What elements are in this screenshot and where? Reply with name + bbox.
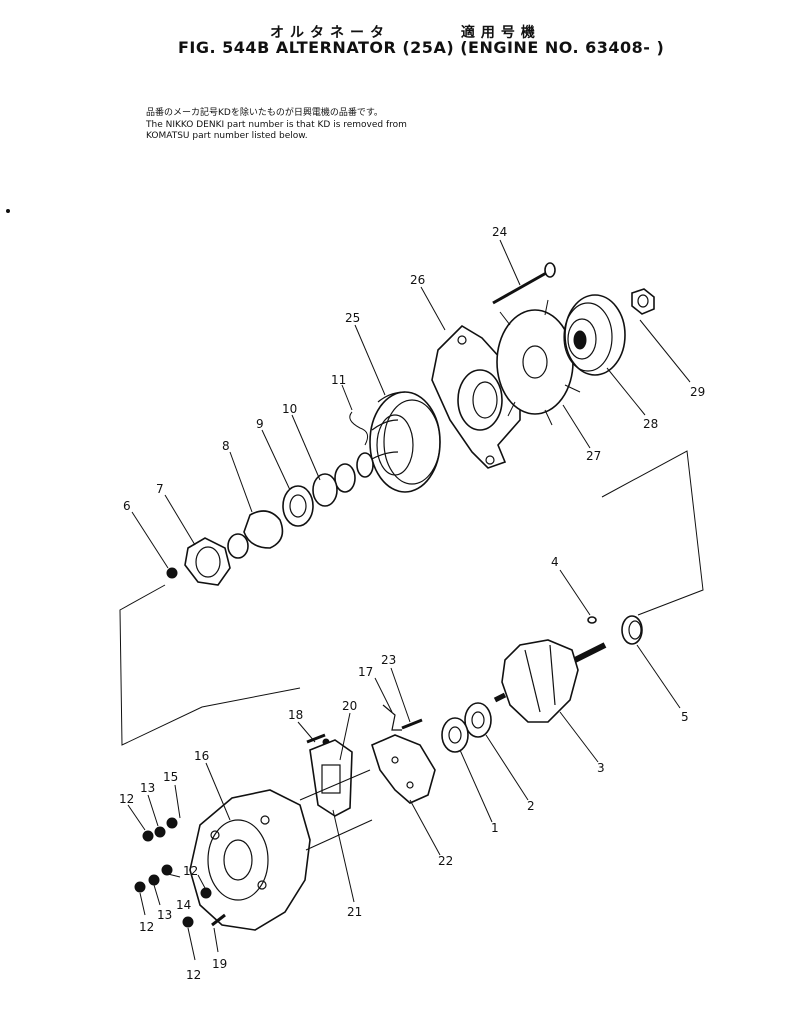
part-7-cover-plate	[184, 533, 249, 586]
part-8-plate	[243, 510, 284, 549]
callout-28: 28	[643, 417, 658, 431]
part-23-screw	[401, 718, 423, 730]
callout-11: 11	[331, 373, 346, 387]
part-2-bearing	[464, 702, 492, 738]
callout-14: 14	[176, 898, 191, 912]
note-line-japanese: 品番のメーカ記号KDを除いたものが日興電機の品番です。	[146, 108, 383, 118]
part-5-collar	[621, 615, 643, 645]
callout-25: 25	[345, 311, 360, 325]
assembly-bracket-lines	[119, 450, 704, 746]
part-17-wire	[382, 704, 402, 731]
callout-10: 10	[282, 402, 297, 416]
callout-22: 22	[438, 854, 453, 868]
part-number-note: 品番のメーカ記号KDを除いたものが日興電機の品番です。The NIKKO DEN…	[146, 108, 407, 143]
callout-5: 5	[681, 710, 689, 724]
part-19-screw	[211, 913, 226, 927]
part-4-key	[587, 616, 597, 624]
callout-21: 21	[347, 905, 362, 919]
part-11-wire	[349, 411, 369, 446]
callout-13-lower: 13	[157, 908, 172, 922]
note-line-english-2: KOMATSU part number listed below.	[146, 131, 308, 141]
callout-9: 9	[256, 417, 264, 431]
part-25-stator	[369, 391, 441, 493]
leader-lines	[127, 239, 691, 961]
callout-26: 26	[410, 273, 425, 287]
callout-23: 23	[381, 653, 396, 667]
note-line-english-1: The NIKKO DENKI part number is that KD i…	[146, 119, 407, 130]
callout-27: 27	[586, 449, 601, 463]
callout-18: 18	[288, 708, 303, 722]
callout-13-upper: 13	[140, 781, 155, 795]
callout-7: 7	[156, 482, 164, 496]
callout-17: 17	[358, 665, 373, 679]
callout-8: 8	[222, 439, 230, 453]
japanese-applicable-label: 適用号機	[460, 25, 541, 41]
callout-3: 3	[597, 761, 605, 775]
part-10-rings	[312, 452, 374, 507]
part-6-screw	[166, 567, 178, 579]
callout-12-upper: 12	[119, 792, 134, 806]
callout-12-middle: 12	[183, 864, 198, 878]
part-1-bearing	[441, 717, 469, 753]
stray-dot	[6, 209, 10, 213]
part-16-rear-housing	[189, 769, 373, 931]
callout-16: 16	[194, 749, 209, 763]
callout-29: 29	[690, 385, 705, 399]
part-24-bolt	[492, 262, 556, 305]
part-9-bearing	[282, 485, 314, 527]
figure-title: FIG. 544B ALTERNATOR (25A) (ENGINE NO. 6…	[178, 38, 665, 57]
callout-1: 1	[491, 821, 499, 835]
callout-4: 4	[551, 555, 559, 569]
callout-12-lower: 12	[139, 920, 154, 934]
part-3-rotor	[493, 639, 607, 723]
terminal-nuts-lower	[134, 864, 212, 928]
terminal-nuts-upper	[142, 817, 178, 842]
callout-20: 20	[342, 699, 357, 713]
part-28-pulley	[563, 294, 626, 376]
japanese-title: オルタネータ	[270, 25, 390, 41]
part-27-fan	[496, 299, 583, 426]
callout-12-bottom: 12	[186, 968, 201, 982]
callout-24: 24	[492, 225, 507, 239]
callout-labels: 24 26 25 11 10 9 8 7 6 29 28 27 4 5 3 2 …	[119, 225, 705, 982]
callout-19: 19	[212, 957, 227, 971]
part-22-rectifier	[371, 734, 436, 804]
callout-6: 6	[123, 499, 131, 513]
japanese-header: オルタネータ 適用号機	[270, 22, 590, 42]
callout-15: 15	[163, 770, 178, 784]
callout-2: 2	[527, 799, 535, 813]
part-29-nut	[631, 288, 655, 315]
part-21-regulator	[309, 739, 353, 817]
